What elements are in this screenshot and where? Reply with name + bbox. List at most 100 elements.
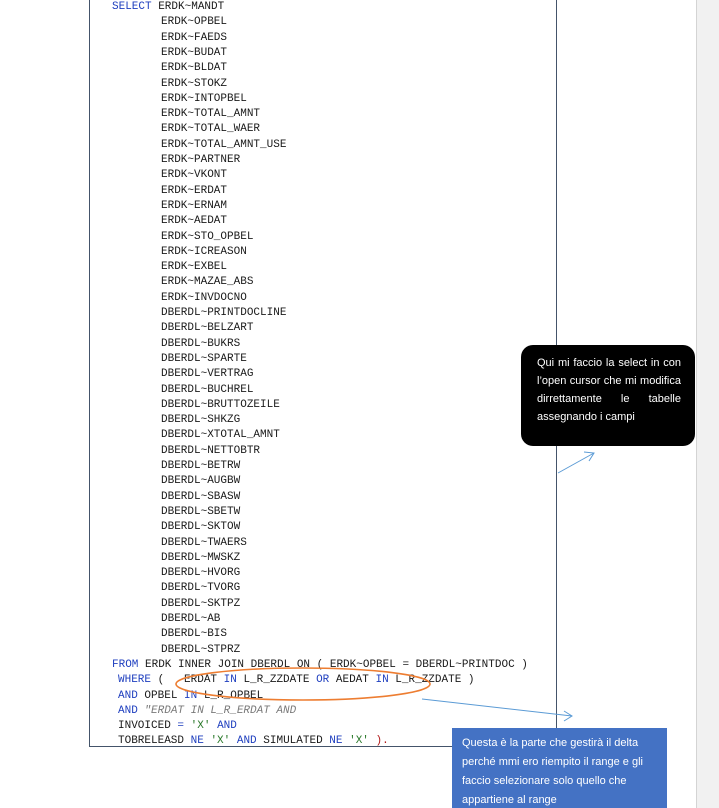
code-token: ERDK~MAZAE_ABS <box>161 276 254 289</box>
code-line: ERDK~AEDAT <box>161 214 227 229</box>
code-token: ERDK~ERNAM <box>161 199 228 212</box>
code-token: SIMULATED <box>256 735 330 748</box>
code-line: DBERDL~BETRW <box>161 459 240 474</box>
code-token: DBERDL~SKTPZ <box>161 597 241 610</box>
code-token: ). <box>368 735 389 748</box>
code-line: ERDK~INVDOCNO <box>161 291 247 306</box>
code-token: DBERDL~SPARTE <box>161 352 247 365</box>
code-token: AND <box>118 689 138 702</box>
code-token: ERDK~INVDOCNO <box>161 291 247 304</box>
code-line: FROM ERDK INNER JOIN DBERDL ON ( ERDK~OP… <box>112 658 528 673</box>
code-token: DBERDL~AUGBW <box>161 475 241 488</box>
code-token: ERDK~AEDAT <box>161 215 228 228</box>
code-token: DBERDL~BUKRS <box>161 337 241 350</box>
code-line: DBERDL~XTOTAL_AMNT <box>161 428 280 443</box>
code-line: DBERDL~STPRZ <box>161 643 240 658</box>
code-token: = <box>177 720 185 733</box>
code-line: DBERDL~BUKRS <box>161 337 240 352</box>
code-line: DBERDL~SBETW <box>161 505 240 520</box>
code-token: ERDK~INTOPBEL <box>161 92 247 105</box>
code-token: DBERDL~XTOTAL_AMNT <box>161 429 280 442</box>
code-token: ERDK~EXBEL <box>161 261 228 274</box>
code-token: DBERDL~VERTRAG <box>161 368 254 381</box>
code-line: DBERDL~TWAERS <box>161 536 247 551</box>
page-margin <box>696 0 719 808</box>
arrowhead-delta <box>563 710 573 722</box>
code-token: OPBEL <box>137 689 185 702</box>
code-token: ERDK~ERDAT <box>161 184 228 197</box>
code-line: ERDK~FAEDS <box>161 31 227 46</box>
code-line: WHERE ( ERDAT IN L_R_ZZDATE OR AEDAT IN … <box>118 673 475 688</box>
code-token: DBERDL~NETTOBTR <box>161 444 261 457</box>
delta-explanation-callout: Questa è la parte che gestirà il delta p… <box>452 728 667 808</box>
code-token: ERDK~BLDAT <box>161 62 228 75</box>
code-token: DBERDL~AB <box>161 613 221 625</box>
code-token: L_R_ZZDATE ) <box>388 674 475 687</box>
code-token: DBERDL~SBETW <box>161 505 241 518</box>
code-line: DBERDL~NETTOBTR <box>161 444 260 459</box>
code-line: DBERDL~HVORG <box>161 566 240 581</box>
code-line: DBERDL~SKTPZ <box>161 597 240 612</box>
code-token: DBERDL~MWSKZ <box>161 551 241 564</box>
code-line: DBERDL~BIS <box>161 627 227 642</box>
code-token: AEDAT <box>329 674 376 687</box>
code-line: TOBRELEASD NE 'X' AND SIMULATED NE 'X' )… <box>118 734 389 749</box>
code-line: DBERDL~AUGBW <box>161 474 240 489</box>
code-line: ERDK~ICREASON <box>161 245 247 260</box>
code-token: NE <box>190 735 204 748</box>
code-token: AND <box>118 704 138 717</box>
code-token: OR <box>316 674 330 687</box>
code-line: DBERDL~BUCHREL <box>161 383 253 398</box>
code-token: INVOICED <box>118 720 178 733</box>
code-line: ERDK~BUDAT <box>161 46 227 61</box>
code-line: ERDK~BLDAT <box>161 61 227 76</box>
code-token: 'X' <box>210 735 231 748</box>
code-token: IN <box>223 674 237 687</box>
code-token: DBERDL~PRINTDOCLINE <box>161 307 287 319</box>
code-token: ERDK~OPBEL <box>161 16 228 29</box>
code-token: ERDK~TOTAL_AMNT <box>161 108 261 121</box>
code-token: DBERDL~BELZART <box>161 322 254 335</box>
code-token: NE <box>329 735 343 748</box>
code-token: DBERDL~TVORG <box>161 582 241 595</box>
code-line: ERDK~PARTNER <box>161 153 240 168</box>
code-token: ( ERDAT <box>151 674 224 687</box>
arrow-to-select-callout <box>557 452 595 474</box>
code-line: AND "ERDAT IN L_R_ERDAT AND <box>118 704 296 719</box>
code-token: DBERDL~HVORG <box>161 567 241 580</box>
code-line: INVOICED = 'X' AND <box>118 719 237 734</box>
code-line: DBERDL~SBASW <box>161 490 240 505</box>
code-line: ERDK~VKONT <box>161 168 227 183</box>
code-line: DBERDL~AB <box>161 612 220 627</box>
code-line: ERDK~TOTAL_AMNT_USE <box>161 138 286 153</box>
code-token: AND <box>217 720 237 733</box>
code-line: ERDK~ERDAT <box>161 184 227 199</box>
code-token: 'X' <box>349 735 369 748</box>
code-token: DBERDL~TWAERS <box>161 536 247 549</box>
code-line: ERDK~STOKZ <box>161 77 227 92</box>
code-token: ERDK INNER JOIN DBERDL ON ( ERDK~OPBEL =… <box>138 658 528 671</box>
code-token: ERDK~STOKZ <box>161 77 228 90</box>
code-line: ERDK~EXBEL <box>161 260 227 275</box>
highlight-ellipse <box>175 667 431 701</box>
code-token: DBERDL~BUCHREL <box>161 383 254 396</box>
code-line: ERDK~STO_OPBEL <box>161 230 253 245</box>
code-token: DBERDL~BRUTTOZEILE <box>161 398 280 411</box>
code-line: SELECT ERDK~MANDT <box>112 0 224 15</box>
code-token: L_R_ZZDATE <box>236 674 317 687</box>
code-line: DBERDL~SHKZG <box>161 413 240 428</box>
code-token: DBERDL~SHKZG <box>161 414 241 427</box>
code-token: ERDK~MANDT <box>151 1 225 13</box>
code-line: DBERDL~BRUTTOZEILE <box>161 398 280 413</box>
code-token: AND <box>236 735 257 748</box>
code-token: ERDK~BUDAT <box>161 46 228 59</box>
code-token: DBERDL~BETRW <box>161 460 241 472</box>
code-token: DBERDL~BIS <box>161 628 228 641</box>
code-line: DBERDL~MWSKZ <box>161 551 240 566</box>
code-token: ERDK~VKONT <box>161 169 228 182</box>
code-token: IN <box>375 674 389 687</box>
code-token: 'X' <box>190 720 211 733</box>
code-token: ERDK~ICREASON <box>161 245 247 258</box>
